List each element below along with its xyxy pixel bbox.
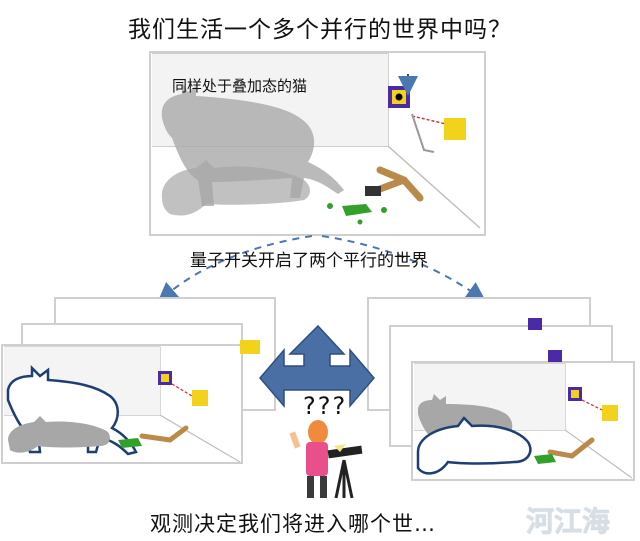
lying-cat-ghost bbox=[161, 160, 310, 216]
middle-caption: 量子开关开启了两个平行的世界 bbox=[190, 251, 428, 271]
watermark-logo: 河江海 bbox=[526, 505, 611, 538]
observer-person bbox=[289, 420, 328, 498]
right-dead-cat-outline bbox=[416, 416, 532, 475]
left-dead-cat bbox=[8, 416, 110, 453]
bottom-caption: 观测决定我们将进入哪个世… bbox=[150, 512, 436, 536]
left-panel-stack bbox=[1, 297, 276, 464]
dashed-arrow-left bbox=[157, 235, 313, 303]
telescope bbox=[327, 444, 363, 499]
top-panel bbox=[149, 51, 486, 236]
three-way-arrow bbox=[259, 324, 375, 409]
top-panel-label: 同样处于叠加态的猫 bbox=[172, 77, 308, 95]
right-panel-stack bbox=[367, 297, 635, 481]
question-marks: ??? bbox=[303, 392, 348, 420]
page-title: 我们生活一个多个并行的世界中吗？ bbox=[128, 17, 512, 43]
dashed-arrow-right bbox=[321, 235, 487, 302]
